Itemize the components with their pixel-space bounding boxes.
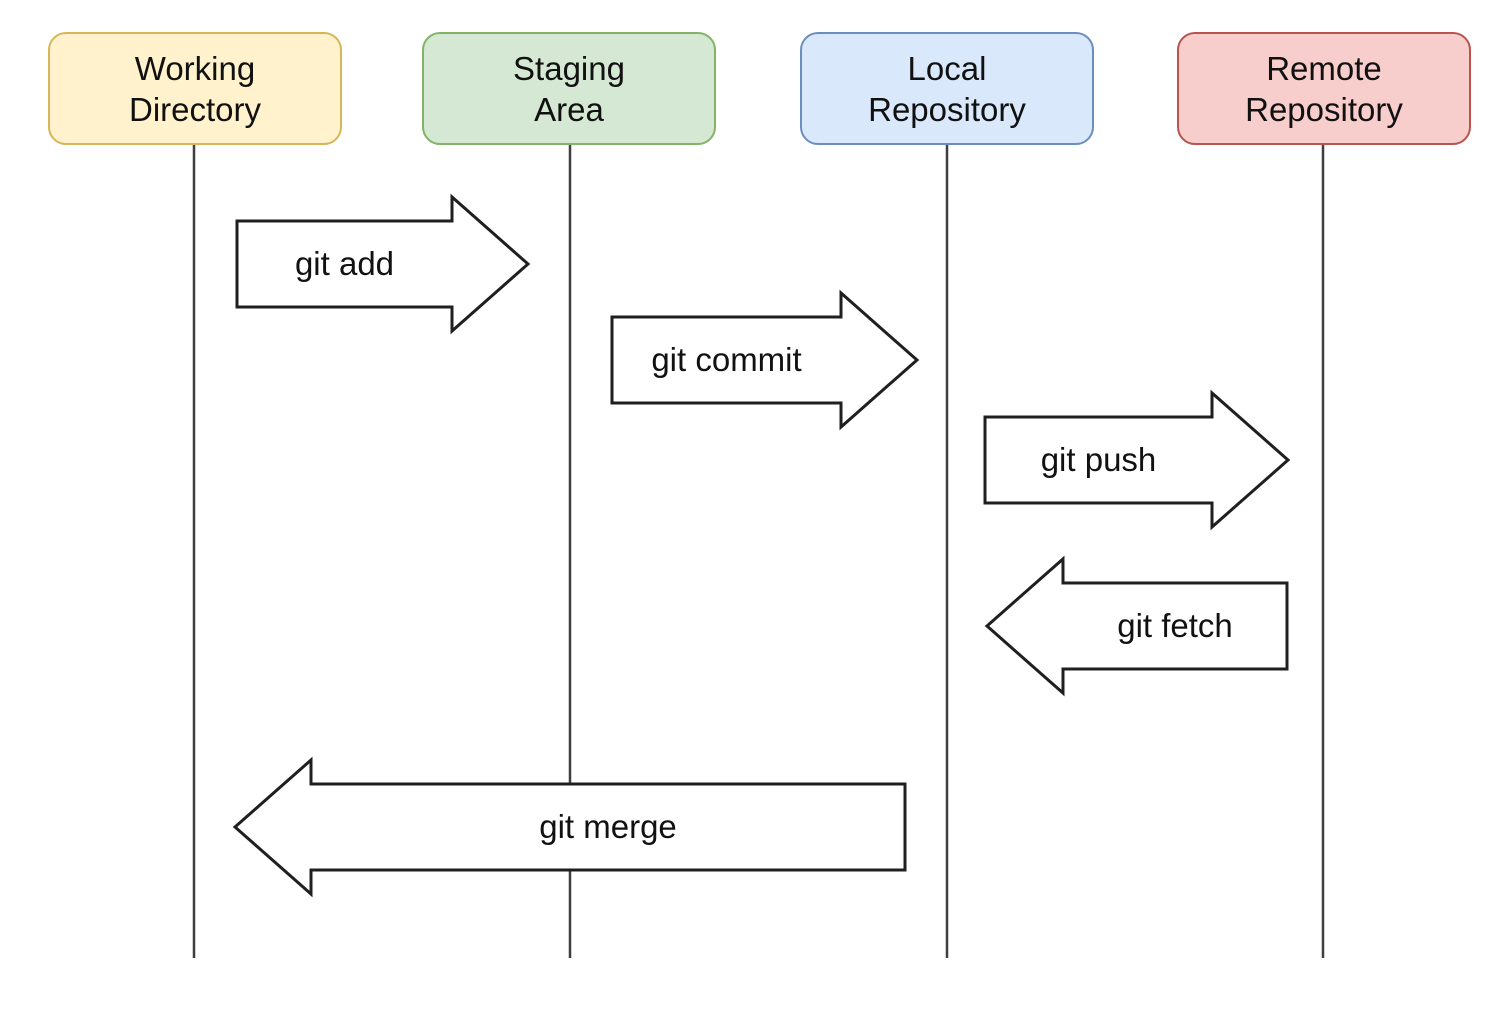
- lane-box-staging-area: Staging Area: [422, 32, 716, 145]
- arrow-git-fetch: [984, 555, 1289, 697]
- lane-box-working-directory: Working Directory: [48, 32, 342, 145]
- arrow-git-commit: [610, 289, 920, 431]
- lane-label-working-directory: Working Directory: [128, 49, 262, 128]
- lane-label-staging-area: Staging Area: [513, 49, 625, 128]
- lane-box-local-repository: Local Repository: [800, 32, 1094, 145]
- lane-label-local-repository: Local Repository: [868, 49, 1026, 128]
- lane-label-remote-repository: Remote Repository: [1245, 49, 1403, 128]
- arrow-label-git-add: git add: [294, 245, 395, 282]
- arrow-git-add: [235, 193, 531, 335]
- arrow-label-git-commit: git commit: [651, 341, 802, 378]
- lane-box-remote-repository: Remote Repository: [1177, 32, 1471, 145]
- arrow-git-merge: [232, 756, 907, 898]
- arrow-git-push: [983, 389, 1291, 531]
- arrow-label-git-fetch: git fetch: [1117, 607, 1233, 644]
- arrow-label-git-push: git push: [1040, 441, 1157, 478]
- arrow-label-git-merge: git merge: [539, 808, 677, 845]
